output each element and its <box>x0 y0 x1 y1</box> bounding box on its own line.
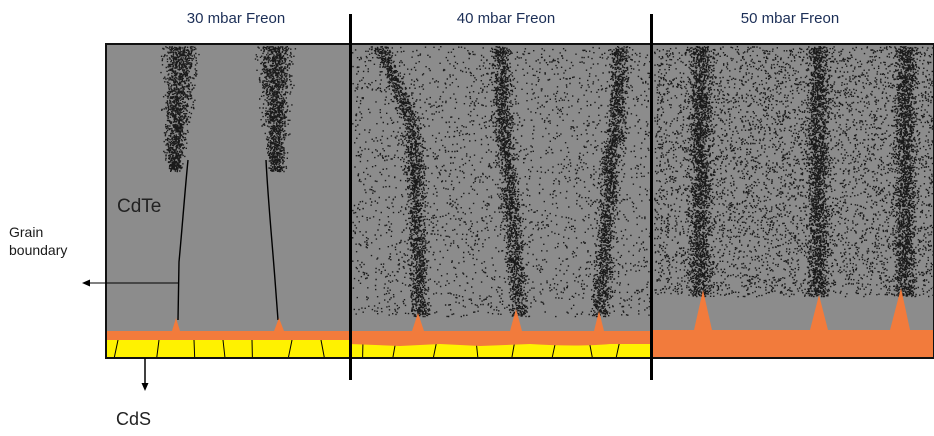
speckle-dots <box>160 46 934 318</box>
cds-crack <box>113 339 621 359</box>
cds-label: CdS <box>116 409 152 429</box>
grain-boundary-arrow <box>82 279 178 287</box>
interlayer-panel-2 <box>350 309 652 346</box>
panel-title-30-mbar: 30 mbar Freon <box>186 10 286 27</box>
speckle-texture <box>160 46 934 318</box>
grain-boundary-label-line1: Grain <box>9 224 44 240</box>
interlayer-panel-1 <box>106 318 350 340</box>
cds-crack-lines <box>113 339 621 359</box>
interlayer-panel-3 <box>652 288 934 358</box>
cdte-label: CdTe <box>117 196 162 217</box>
panel-title-50-mbar: 50 mbar Freon <box>740 10 840 27</box>
panel-title-40-mbar: 40 mbar Freon <box>456 10 556 27</box>
cds-arrow <box>141 358 149 391</box>
grain-boundary-label-line2: boundary <box>9 242 68 258</box>
grain-boundary-line <box>177 159 189 321</box>
grain-boundary-line <box>265 159 279 321</box>
diagram-frame <box>105 43 934 359</box>
